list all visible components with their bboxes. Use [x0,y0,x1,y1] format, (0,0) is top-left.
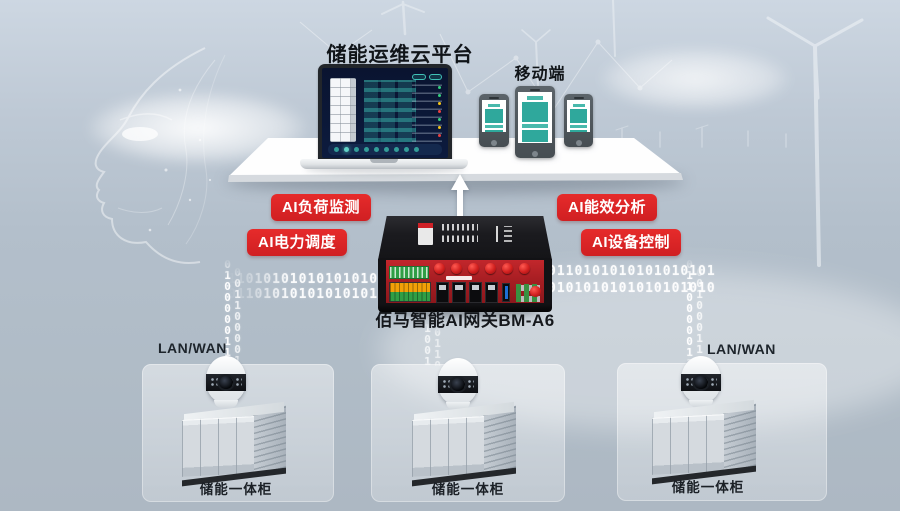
badge-ai-power-dispatch: AI电力调度 [247,229,348,256]
badge-ai-device-control: AI设备控制 [581,229,682,256]
storage-cabinet [652,399,758,485]
ptz-camera [438,358,478,422]
ptz-camera [206,356,246,420]
binary-stream: 0011000011 [231,266,244,376]
up-arrow-icon [450,174,470,234]
wind-turbine-row [615,124,787,148]
laptop-base [300,159,468,169]
laptop-shadow [305,164,465,174]
terminal-block-green [389,266,429,279]
gateway-front-face [378,258,552,306]
cabinet-label: 储能一体柜 [431,482,505,497]
laptop [300,64,468,172]
cabinet-label: 储能一体柜 [671,480,745,495]
gateway-dip-switches [442,224,478,242]
lanwan-label-right: LAN/WAN [707,341,776,357]
smartphone-left [479,94,509,147]
gateway-logo [446,276,472,280]
dashboard-toolbar [328,144,442,155]
ethernet-ports [436,282,498,303]
smartphone-right [564,94,593,147]
terminal-block-orange [389,282,431,302]
antenna-connectors [434,263,530,275]
binary-stream: 0110101010101010101 [228,287,384,302]
laptop-screen [318,64,452,160]
lanwan-label-left: LAN/WAN [158,340,227,356]
binary-stream: 0110101010101010101 [548,264,716,279]
gateway-bottom-edge [378,304,552,312]
gateway-label-sticker [418,223,433,245]
badge-ai-energy-analysis: AI能效分析 [557,194,658,221]
storage-cabinet [182,401,288,487]
cloud-platform-title: 储能运维云平台 [326,44,474,66]
binary-stream: 1101010101010101010 [228,272,384,287]
cabinet-label: 储能一体柜 [199,482,273,497]
gateway-red-panel [386,260,544,303]
badge-ai-load-monitoring: AI负荷监测 [271,194,372,221]
storage-cabinet [412,401,518,487]
laptop-notch [370,159,398,163]
binary-stream: 0010001101 [693,266,706,376]
usb-port [502,283,510,302]
gateway-top-face [378,216,552,260]
ptz-camera [681,356,721,420]
mobile-title: 移动端 [514,66,566,83]
dashboard-status-list [412,84,442,142]
gateway-name-label: 佰马智能AI网关BM-A6 [375,311,555,330]
dashboard-cabinet-image [330,78,356,142]
gateway-top-marks [496,226,518,242]
dashboard-data-panels [364,80,416,142]
wind-turbine-icon [766,16,864,267]
cloud [600,48,790,110]
dashboard-buttons [412,74,442,80]
dashboard-screen [322,68,448,158]
gateway-device [378,216,552,312]
binary-stream: 0101010101010101010 [548,281,716,296]
smartphone-center [515,86,555,158]
antenna-connector-right [530,286,541,297]
